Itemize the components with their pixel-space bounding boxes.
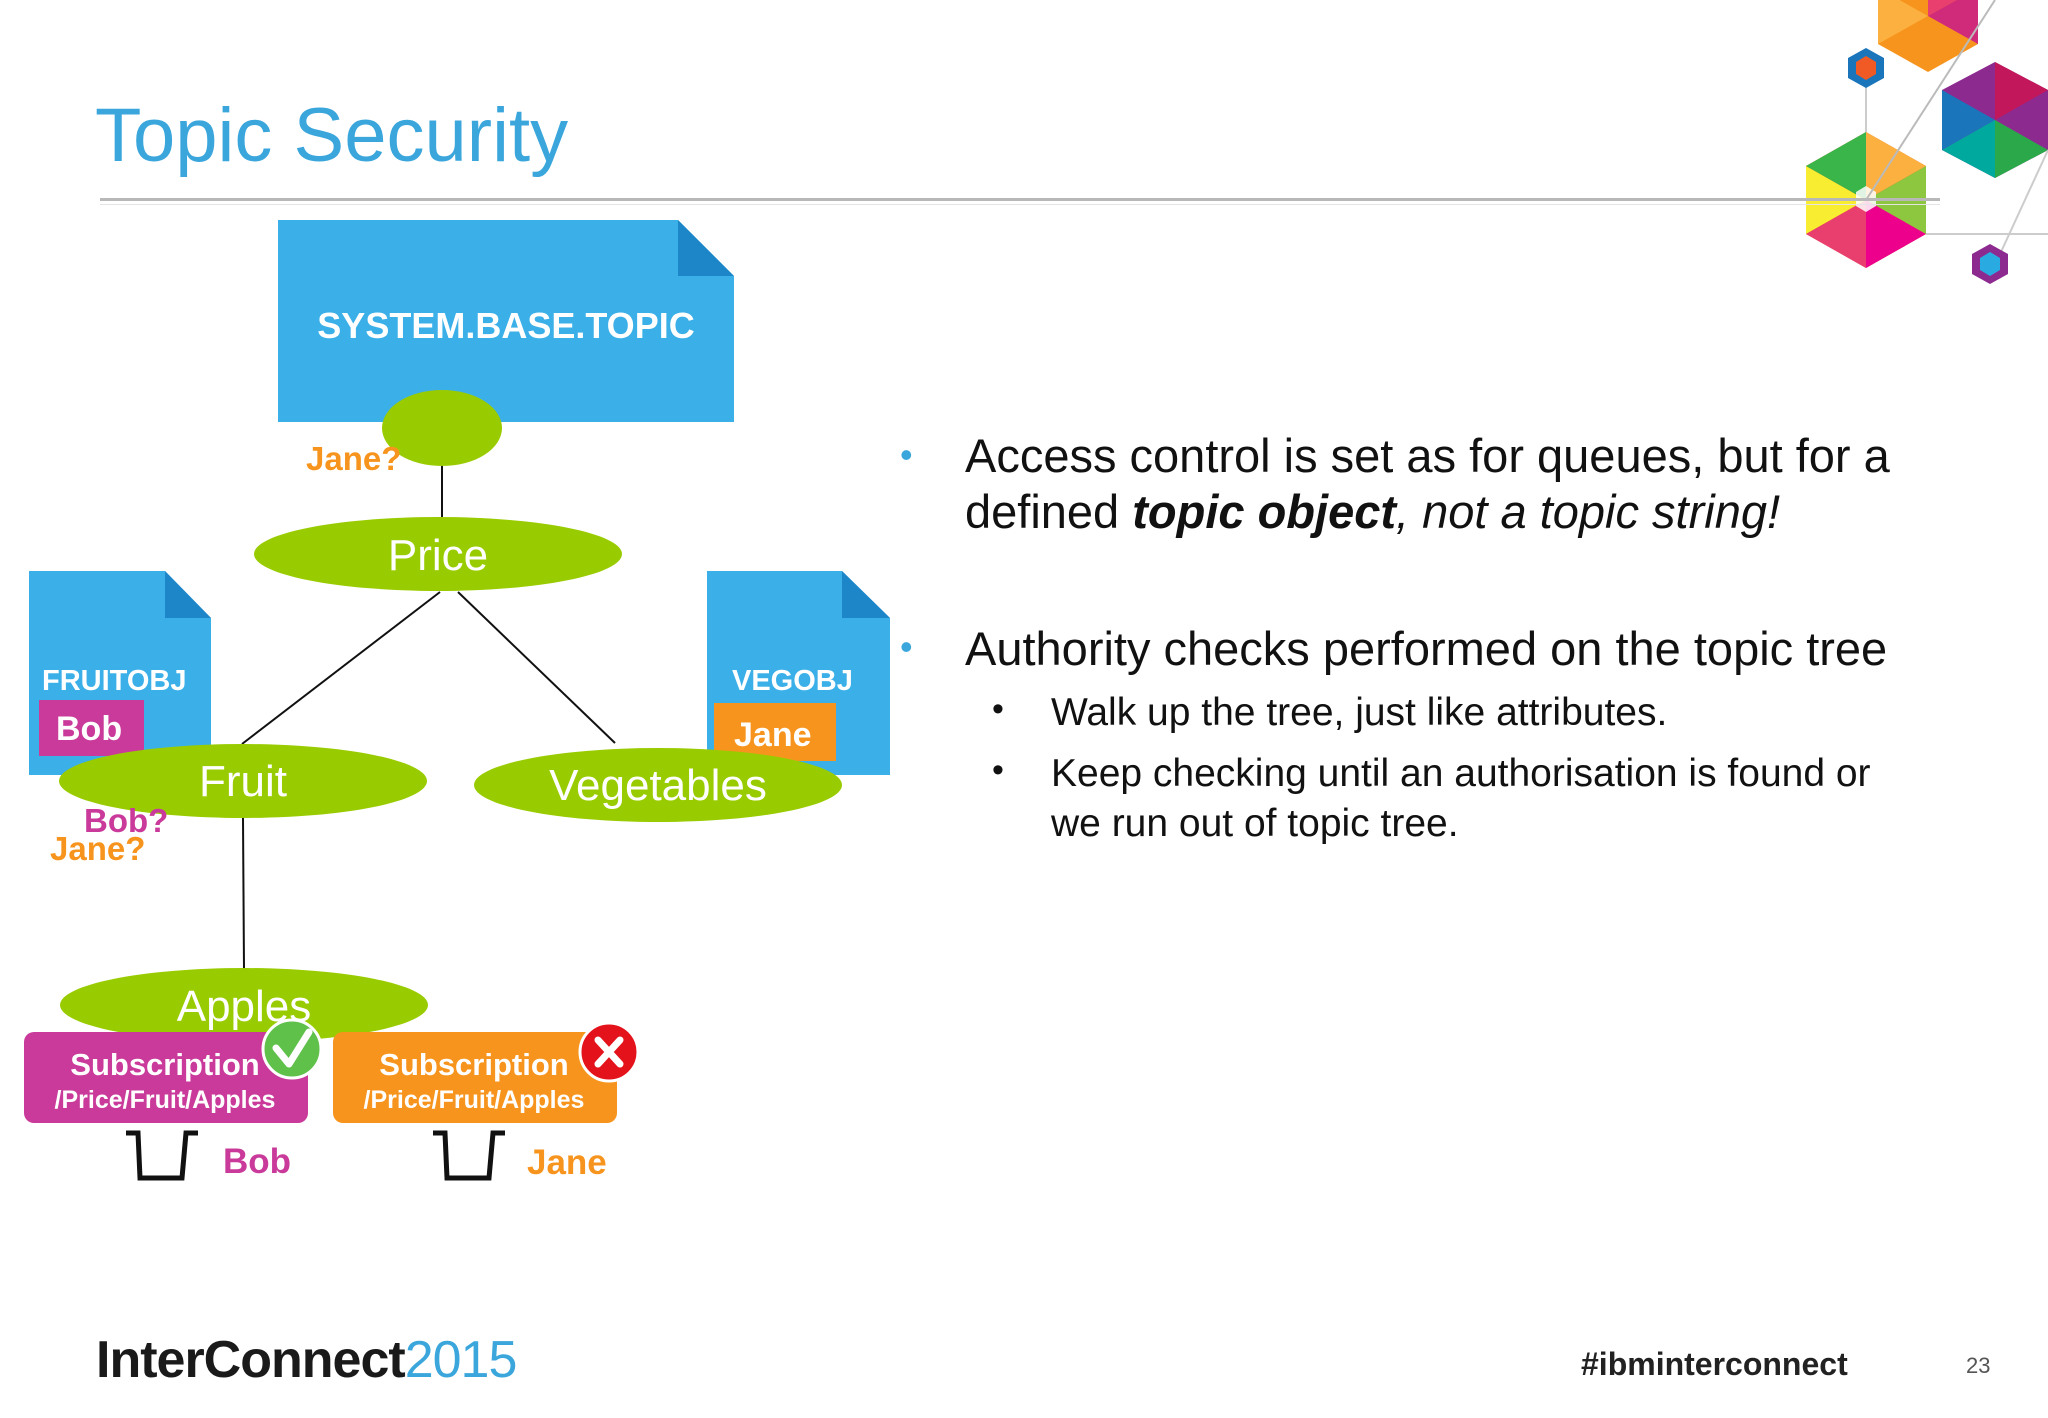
subscription-jane: Subscription /Price/Fruit/Apples: [333, 1021, 640, 1123]
vegobj-object: VEGOBJ Jane: [707, 571, 890, 775]
hexagon-graphic: [1806, 0, 2048, 284]
fruitobj-user-badge: [39, 700, 144, 756]
root-jane-check: Jane?: [306, 440, 401, 477]
vegetables-label: Vegetables: [549, 761, 767, 810]
slide-title: Topic Security: [95, 93, 569, 178]
system-base-topic-label: SYSTEM.BASE.TOPIC: [317, 305, 694, 346]
fruit-label: Fruit: [199, 757, 287, 806]
price-label: Price: [388, 531, 488, 580]
fruit-jane-check: Jane?: [50, 830, 145, 867]
system-base-topic-object: SYSTEM.BASE.TOPIC: [278, 220, 734, 422]
sub-bullet-dot-1: •: [992, 690, 1004, 728]
title-divider: [100, 198, 1940, 201]
title-divider-shadow: [100, 204, 1940, 205]
apples-node: [60, 968, 428, 1042]
bullet-1: Access control is set as for queues, but…: [965, 428, 2005, 540]
subscription-bob-user: Bob: [223, 1142, 291, 1181]
subscription-bob: Subscription /Price/Fruit/Apples: [24, 1018, 323, 1123]
bullet-1-emphasis: topic object: [1132, 485, 1396, 538]
fruit-bob-check: Bob?: [84, 802, 168, 839]
denied-x-icon: [578, 1021, 640, 1083]
price-node: [254, 517, 622, 591]
subscription-jane-title: Subscription: [379, 1047, 568, 1082]
bullet-1-italic: , not a topic string!: [1396, 485, 1781, 538]
root-topic-node: [382, 390, 502, 466]
fruit-node: [59, 744, 427, 818]
bullet-2: Authority checks performed on the topic …: [965, 622, 1888, 675]
queue-bob-icon: [126, 1130, 198, 1181]
sub-bullet-dot-2: •: [992, 751, 1004, 789]
fruitobj-label: FRUITOBJ: [42, 665, 186, 697]
footer-brand-name: InterConnect: [96, 1331, 406, 1389]
subscription-bob-title: Subscription: [70, 1047, 259, 1082]
footer-hashtag: #ibminterconnect: [1581, 1346, 1848, 1382]
sub-bullet-1: Walk up the tree, just like attributes.: [1051, 691, 1668, 734]
queue-jane-icon: [433, 1130, 505, 1181]
bullet-dot-1: •: [900, 434, 913, 475]
fruitobj-user-label: Bob: [56, 710, 122, 748]
vegetables-node: [474, 748, 842, 822]
checkmark-icon: [261, 1018, 323, 1080]
vegobj-user-label: Jane: [734, 716, 812, 754]
fruitobj-object: FRUITOBJ Bob: [29, 571, 211, 775]
footer-brand-logo: InterConnect2015: [96, 1330, 518, 1390]
sub-bullet-2: Keep checking until an authorisation is …: [1051, 752, 1871, 845]
vegobj-user-badge: [714, 703, 836, 761]
subscription-bob-topic: /Price/Fruit/Apples: [55, 1086, 276, 1114]
bullet-1-text: Access control is set as for queues, but…: [965, 429, 1890, 538]
bullet-dot-2: •: [900, 626, 913, 667]
topic-tree-diagram: SYSTEM.BASE.TOPIC FRUITOBJ Bob VEGOBJ Ja…: [24, 220, 890, 1182]
page-number: 23: [1966, 1353, 1991, 1378]
footer-brand-year: 2015: [404, 1331, 518, 1389]
vegobj-label: VEGOBJ: [732, 665, 853, 697]
tree-connectors: [241, 465, 616, 971]
subscription-jane-user: Jane: [527, 1143, 607, 1182]
subscription-jane-topic: /Price/Fruit/Apples: [364, 1086, 585, 1114]
